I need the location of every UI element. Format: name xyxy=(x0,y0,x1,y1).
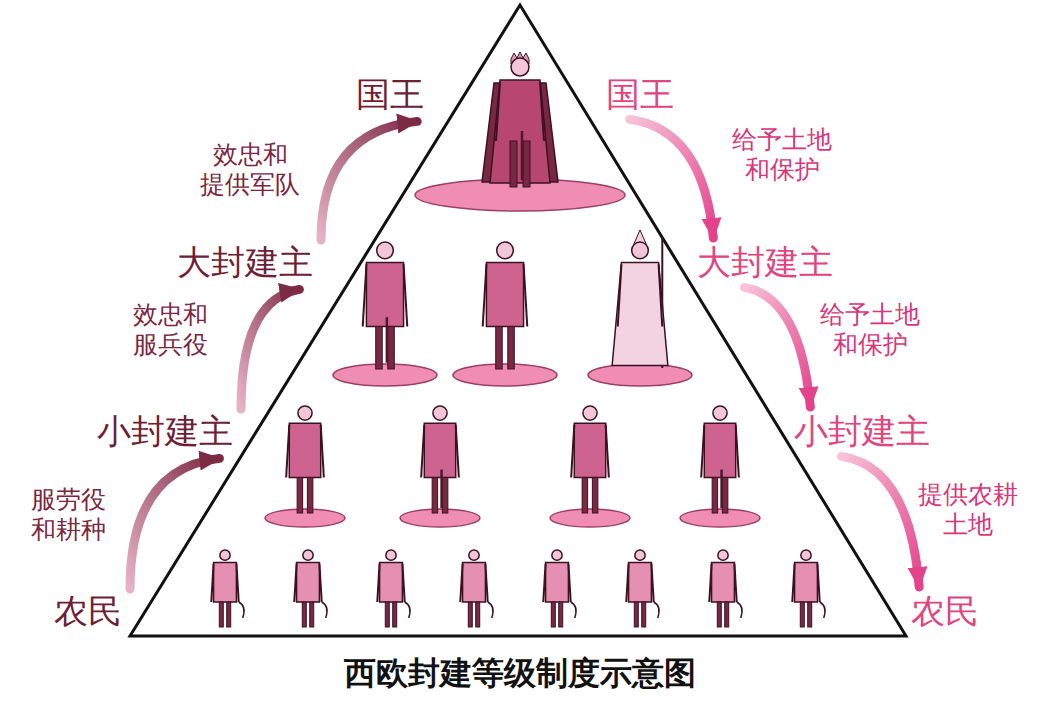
noble-figure xyxy=(286,406,324,513)
peasant-figure xyxy=(792,550,825,627)
platform xyxy=(550,509,630,527)
flow-arrow xyxy=(321,121,417,240)
rank-text: 农民 xyxy=(54,593,122,630)
king-figure xyxy=(482,52,558,187)
rank-label: 大封建主 xyxy=(697,244,833,281)
rank-text: 小封建主 xyxy=(794,413,930,450)
arrow-label: 服劳役 和耕种 xyxy=(31,485,106,545)
rank-text: 大封建主 xyxy=(697,244,833,281)
rank-label: 国王 xyxy=(606,76,674,113)
knight-figure xyxy=(421,406,459,513)
arrow-label: 效忠和 服兵役 xyxy=(133,300,208,360)
arrow-label: 提供农耕 土地 xyxy=(918,480,1018,540)
knight-figure xyxy=(363,242,408,369)
platform xyxy=(400,509,480,527)
rank-text: 国王 xyxy=(606,76,674,113)
rank-label: 农民 xyxy=(54,593,122,630)
rank-label: 小封建主 xyxy=(97,413,233,450)
arrow-label: 效忠和 提供军队 xyxy=(200,140,300,200)
flow-arrow xyxy=(745,287,811,407)
rank-text: 大封建主 xyxy=(177,244,313,281)
rank-label: 国王 xyxy=(356,76,424,113)
peasant-figure xyxy=(460,550,493,627)
platform xyxy=(415,179,625,211)
bishop-figure xyxy=(612,230,668,368)
peasant-figure xyxy=(626,550,659,627)
pyramid-outline xyxy=(130,5,906,636)
flow-arrow xyxy=(630,119,714,238)
noble-figure xyxy=(483,242,528,369)
peasant-figure xyxy=(377,550,410,627)
arrow-label: 给予土地 和保护 xyxy=(820,300,920,360)
flow-arrow xyxy=(842,456,920,587)
peasant-figure xyxy=(543,550,576,627)
flow-arrow xyxy=(130,458,219,589)
rank-text: 农民 xyxy=(911,593,979,630)
flow-arrow xyxy=(241,289,299,409)
knight-figure xyxy=(701,406,739,513)
platform xyxy=(680,509,760,527)
peasant-figure xyxy=(211,550,244,627)
platform xyxy=(453,364,557,386)
noble-figure xyxy=(571,406,609,513)
rank-text: 国王 xyxy=(356,76,424,113)
platform xyxy=(588,364,692,386)
diagram-caption: 西欧封建等级制度示意图 xyxy=(0,652,1040,696)
rank-text: 小封建主 xyxy=(97,413,233,450)
rank-label: 农民 xyxy=(911,593,979,630)
rank-label: 小封建主 xyxy=(794,413,930,450)
peasant-figure xyxy=(294,550,327,627)
peasant-figure xyxy=(709,550,742,627)
platform xyxy=(265,509,345,527)
platform xyxy=(333,364,437,386)
arrow-label: 给予土地 和保护 xyxy=(732,125,832,185)
rank-label: 大封建主 xyxy=(177,244,313,281)
